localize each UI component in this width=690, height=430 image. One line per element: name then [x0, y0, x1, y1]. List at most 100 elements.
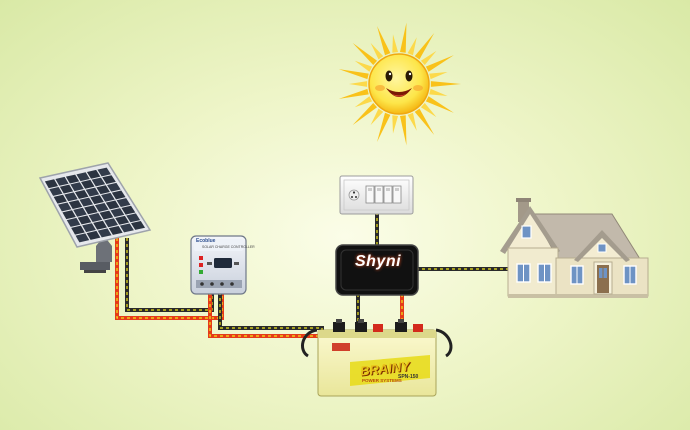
panel-cell — [93, 220, 107, 230]
controller-title-label: SOLAR CHARGE CONTROLLER — [202, 245, 255, 249]
battery-tagline-label: POWER SYSTEMS — [362, 378, 402, 383]
battery-warning-tag — [332, 343, 350, 351]
panel-cell — [86, 230, 101, 240]
switch-group — [365, 185, 402, 204]
sun-ray — [429, 72, 448, 80]
panel-cell — [79, 197, 94, 207]
panel-cell — [110, 208, 125, 218]
sun-ray — [430, 81, 461, 87]
sun-ray — [420, 102, 437, 118]
house-icon — [500, 198, 649, 298]
panel-cell — [119, 223, 134, 233]
panel-cell — [64, 192, 78, 202]
sun-ray — [399, 115, 407, 146]
panel-cell — [70, 182, 84, 192]
sun-ray — [414, 108, 435, 136]
panel-cell — [82, 223, 96, 233]
sun-ray — [377, 112, 391, 142]
sun-ray — [420, 50, 437, 66]
panel-cell — [115, 215, 130, 225]
panel-cell — [86, 169, 101, 179]
sun-ray — [425, 55, 454, 72]
panel-cell — [105, 200, 120, 210]
panel-cell — [66, 217, 81, 227]
panel-cell — [71, 225, 85, 235]
panel-cell — [53, 194, 67, 204]
panel-cell — [73, 207, 87, 217]
sun-ray — [338, 69, 369, 80]
sun-icon — [338, 22, 461, 146]
battery — [301, 319, 453, 397]
wire-controller-to-battery — [208, 292, 342, 338]
panel-cell — [126, 213, 141, 223]
panel-cells — [44, 167, 146, 243]
panel-cell — [102, 175, 116, 185]
panel-cell — [62, 210, 76, 220]
battery-terminals — [333, 319, 423, 332]
sun-ray — [349, 81, 368, 87]
panel-cell — [91, 177, 106, 187]
panel-cell — [59, 184, 74, 194]
panel-cell — [104, 218, 119, 228]
house-door — [593, 261, 613, 295]
sun-ray — [377, 26, 391, 56]
panel-cell — [99, 210, 114, 220]
panel-cell — [58, 202, 72, 212]
panel-cell — [108, 225, 123, 235]
panel-cell — [55, 176, 69, 186]
panel-cell — [84, 205, 98, 215]
panel-cell — [94, 202, 109, 212]
sun-rays — [338, 22, 461, 146]
panel-cell — [81, 179, 95, 189]
sun-ray — [392, 115, 399, 134]
panel-cell — [65, 174, 80, 184]
wire-inverter-to-battery — [356, 294, 404, 326]
sun-ray — [338, 88, 369, 99]
solar-panel — [38, 162, 152, 273]
house-windows — [516, 225, 637, 285]
indicator-led — [199, 263, 203, 267]
sun-ray — [354, 96, 373, 108]
panel-cell — [121, 205, 136, 215]
panel-cell — [130, 220, 146, 230]
panel-cell — [107, 182, 121, 192]
controller-brand-label: Ecoblue — [196, 238, 216, 244]
sun-ray — [370, 42, 384, 60]
sun-ray — [392, 34, 399, 53]
sun-ray — [370, 108, 384, 126]
inverter-brand-label: Shyni — [354, 253, 402, 270]
panel-cell — [88, 213, 103, 222]
panel-cell — [68, 200, 83, 209]
indicator-led — [199, 270, 203, 274]
sun-ray — [429, 88, 448, 96]
sun-ray — [354, 60, 373, 72]
panel-cell — [74, 189, 89, 199]
indicator-led — [199, 256, 203, 260]
sun-ray — [352, 102, 378, 126]
panel-cell — [111, 190, 126, 200]
battery-model-label: SPN-150 — [398, 374, 419, 380]
panel-cell — [97, 228, 112, 238]
panel-cell — [49, 187, 63, 196]
inverter — [335, 244, 419, 296]
controller-display — [214, 258, 232, 268]
panel-cell — [76, 172, 90, 182]
panel-cell — [96, 185, 110, 195]
sun-ray — [425, 96, 454, 113]
panel-cell — [75, 233, 90, 243]
sun-ray — [407, 112, 417, 131]
panel-cell — [116, 198, 131, 207]
sun-ray — [352, 42, 378, 66]
panel-cell — [97, 167, 111, 177]
sun-ray — [399, 22, 407, 53]
panel-cell — [85, 187, 100, 197]
sun-ray — [414, 32, 435, 60]
sun-ray — [407, 37, 417, 56]
switchboard — [339, 175, 414, 215]
panel-cell — [90, 195, 104, 205]
panel-cell — [77, 215, 92, 225]
panel-cell — [44, 179, 59, 189]
panel-cell — [101, 192, 115, 202]
